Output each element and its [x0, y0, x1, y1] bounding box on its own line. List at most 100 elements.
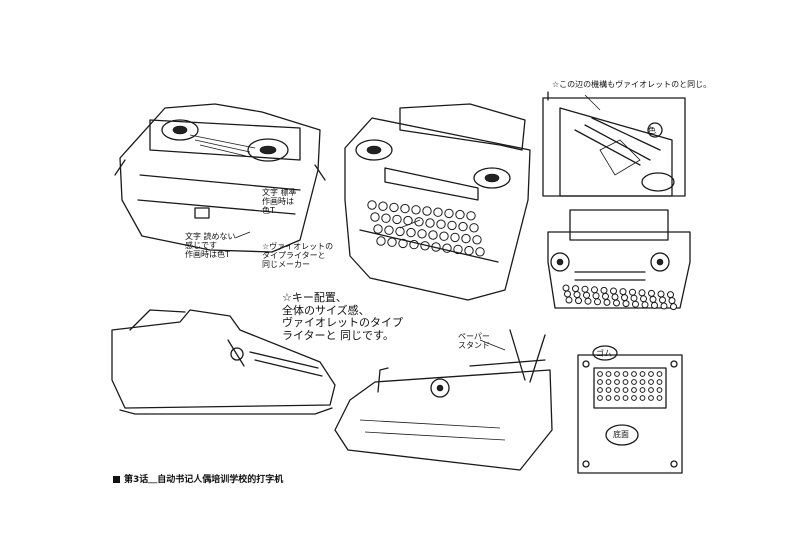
typewriter-key-icon	[622, 387, 629, 393]
typewriter-key-icon	[453, 244, 463, 255]
typewriter-key-icon	[639, 387, 646, 393]
typewriter-key-icon	[411, 205, 421, 215]
typewriter-key-icon	[638, 289, 646, 297]
typewriter-key-icon	[466, 211, 476, 221]
typewriter-key-icon	[649, 295, 657, 303]
typewriter-key-icon	[632, 300, 639, 308]
typewriter-key-icon	[648, 395, 654, 401]
mechanism-detail-drawing	[542, 91, 686, 197]
typewriter-key-icon	[639, 379, 646, 385]
note-center-print: 文字 標準 作画時は 色T	[262, 188, 297, 216]
page-caption: 第3话＿自动书记人偶培训学校的打字机	[113, 472, 283, 485]
typewriter-key-icon	[373, 224, 383, 234]
typewriter-paper-stand-drawing	[334, 329, 553, 471]
typewriter-key-icon	[378, 201, 388, 211]
typewriter-key-icon	[376, 236, 386, 246]
typewriter-key-icon	[597, 395, 603, 401]
typewriter-key-icon	[605, 387, 612, 393]
typewriter-key-icon	[648, 379, 654, 385]
typewriter-key-icon	[614, 371, 620, 377]
typewriter-key-icon	[656, 379, 663, 385]
typewriter-key-icon	[600, 286, 608, 294]
typewriter-front-orthographic-drawing	[547, 209, 691, 311]
typewriter-key-icon	[613, 299, 620, 307]
typewriter-key-icon	[610, 287, 617, 295]
typewriter-key-icon	[417, 229, 427, 239]
typewriter-key-icon	[458, 221, 468, 232]
typewriter-key-icon	[583, 291, 590, 299]
typewriter-key-icon	[565, 296, 573, 304]
typewriter-key-icon	[668, 297, 676, 305]
typewriter-key-icon	[439, 231, 449, 241]
typewriter-key-icon	[564, 290, 571, 298]
typewriter-key-icon	[667, 291, 674, 299]
typewriter-bottom-view-drawing	[577, 345, 683, 474]
typewriter-key-icon	[597, 371, 603, 377]
typewriter-key-icon	[387, 237, 397, 247]
typewriter-key-icon	[639, 371, 646, 377]
typewriter-key-icon	[370, 212, 380, 222]
typewriter-key-icon	[422, 206, 432, 216]
typewriter-key-icon	[630, 294, 638, 302]
typewriter-key-icon	[392, 214, 402, 225]
typewriter-side-view-drawing	[111, 309, 336, 415]
typewriter-key-icon	[395, 226, 405, 237]
typewriter-key-icon	[605, 395, 612, 401]
typewriter-key-icon	[562, 284, 570, 292]
caption-bullet-icon	[113, 476, 120, 483]
typewriter-key-icon	[381, 213, 391, 223]
note-rubber: ゴム	[596, 349, 612, 358]
typewriter-key-icon	[450, 232, 460, 243]
typewriter-key-icon	[631, 379, 637, 385]
typewriter-key-icon	[656, 371, 663, 377]
typewriter-key-icon	[639, 395, 646, 401]
typewriter-key-icon	[614, 379, 620, 385]
typewriter-key-icon	[447, 220, 457, 231]
typewriter-key-icon	[659, 296, 666, 304]
typewriter-key-icon	[367, 200, 377, 210]
typewriter-key-icon	[400, 203, 410, 214]
typewriter-key-icon	[572, 285, 579, 293]
note-key-layout: ☆キー配置、 全体のサイズ感、 ヴァイオレットのタイプ ライターと 同じです。	[282, 291, 403, 342]
typewriter-key-icon	[622, 395, 629, 401]
typewriter-key-icon	[455, 209, 465, 220]
typewriter-key-icon	[603, 298, 611, 306]
typewriter-key-icon	[444, 208, 454, 219]
typewriter-key-icon	[428, 230, 438, 240]
typewriter-key-icon	[651, 301, 658, 309]
typewriter-key-icon	[602, 292, 609, 300]
typewriter-key-icon	[648, 387, 654, 393]
typewriter-key-icon	[631, 387, 637, 393]
typewriter-key-icon	[656, 395, 663, 401]
typewriter-key-icon	[389, 202, 399, 213]
typewriter-key-icon	[657, 290, 665, 298]
typewriter-key-icon	[622, 379, 629, 385]
typewriter-key-icon	[660, 302, 668, 310]
typewriter-key-icon	[469, 223, 479, 233]
typewriter-key-icon	[594, 298, 601, 306]
typewriter-key-icon	[425, 218, 435, 228]
typewriter-key-icon	[614, 387, 620, 393]
typewriter-key-icon	[384, 225, 394, 235]
note-paper-stand: ペーパー スタンド	[458, 332, 490, 351]
typewriter-key-icon	[436, 219, 446, 229]
typewriter-key-icon	[464, 245, 474, 256]
typewriter-key-icon	[406, 227, 416, 238]
typewriter-key-icon	[619, 288, 627, 296]
typewriter-key-icon	[641, 301, 649, 309]
typewriter-key-icon	[670, 303, 677, 311]
typewriter-key-icon	[629, 288, 636, 296]
typewriter-key-icon	[648, 289, 655, 297]
typewriter-key-icon	[472, 235, 482, 245]
typewriter-key-icon	[648, 371, 654, 377]
typewriter-key-icon	[622, 371, 629, 377]
typewriter-key-icon	[575, 297, 582, 305]
typewriter-key-icon	[584, 297, 592, 305]
typewriter-key-icon	[597, 387, 603, 393]
typewriter-key-icon	[611, 293, 619, 301]
typewriter-key-icon	[631, 395, 637, 401]
typewriter-front-view-drawing	[344, 103, 531, 301]
note-mechanism-same: ☆この辺の機構もヴァイオレットのと同じ。	[552, 80, 712, 89]
typewriter-key-icon	[605, 379, 612, 385]
